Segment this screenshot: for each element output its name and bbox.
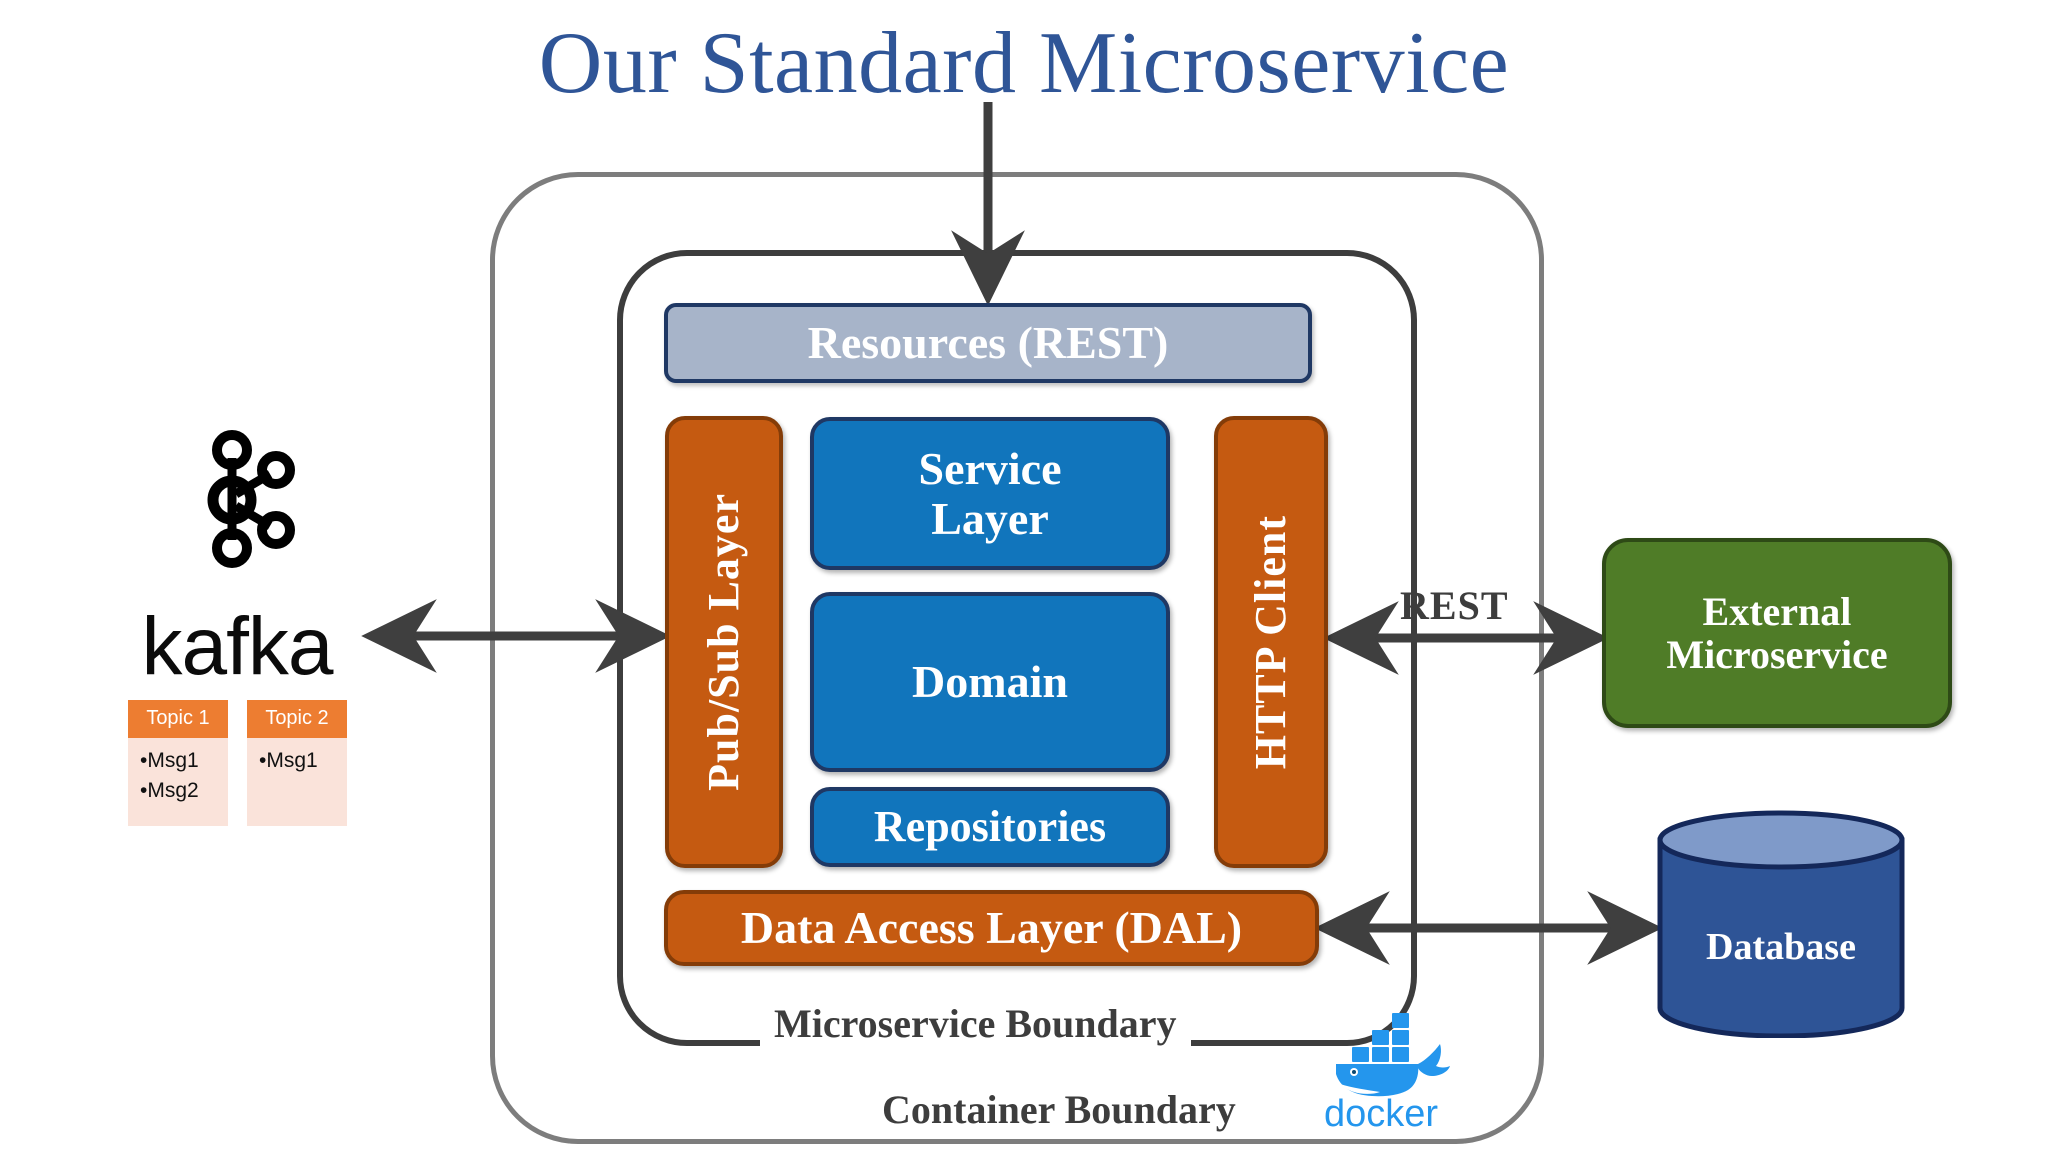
external-microservice-label-line1: External [1702,588,1852,634]
external-microservice-label-line2: Microservice [1666,632,1888,677]
rest-connector-label: REST [1400,583,1509,628]
service-layer-label-line1: Service [918,442,1062,494]
external-microservice-label: External Microservice [1666,590,1887,676]
container-boundary-label: Container Boundary [868,1086,1250,1133]
kafka-topic-message: •Msg1 [140,749,199,772]
docker-wordmark: docker [1324,1093,1438,1132]
microservice-boundary-label: Microservice Boundary [760,1000,1191,1047]
external-microservice-box[interactable]: External Microservice [1602,538,1952,728]
kafka-nodes-icon [207,430,295,568]
layer-box-repositories[interactable]: Repositories [810,787,1170,867]
database-label: Database [1706,926,1856,968]
docker-whale-icon: docker [1324,1013,1450,1135]
layer-box-dal[interactable]: Data Access Layer (DAL) [664,890,1319,966]
kafka-topic-card[interactable]: Topic 2 •Msg1 [247,700,347,826]
layer-box-domain[interactable]: Domain [810,592,1170,772]
kafka-logo-icon [190,428,300,568]
kafka-topic-messages: •Msg1 •Msg2 [128,738,228,826]
layer-box-resources[interactable]: Resources (REST) [664,303,1312,383]
kafka-topic-card[interactable]: Topic 1 •Msg1 •Msg2 [128,700,228,826]
service-layer-label: Service Layer [918,442,1062,544]
database-cylinder[interactable]: Database [1656,810,1906,1039]
layer-box-http-client[interactable]: HTTP Client [1214,416,1328,868]
pubsub-label: Pub/Sub Layer [699,493,749,791]
layer-box-service[interactable]: Service Layer [810,417,1170,570]
http-client-label: HTTP Client [1246,514,1296,770]
kafka-topic-title: Topic 1 [128,700,228,738]
layer-box-pubsub[interactable]: Pub/Sub Layer [665,416,783,868]
docker-logo-icon: docker [1322,1002,1472,1135]
kafka-topic-messages: •Msg1 [247,738,347,826]
page-title: Our Standard Microservice [538,15,1510,112]
service-layer-label-line2: Layer [931,492,1049,544]
kafka-topic-message: •Msg1 [259,749,318,772]
kafka-wordmark: kafka [141,601,334,692]
kafka-topic-title: Topic 2 [247,700,347,738]
kafka-topic-message: •Msg2 [140,779,199,803]
database-shape [1657,810,1905,1039]
